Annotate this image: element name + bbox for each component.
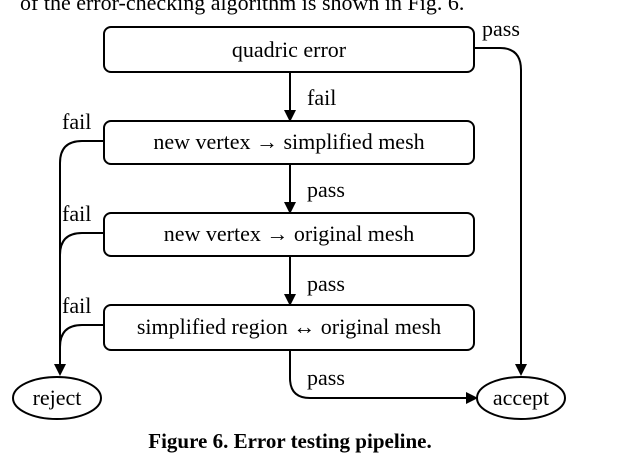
edge-step4-to-reject	[59, 324, 104, 348]
arrowhead-step3	[284, 202, 296, 214]
node-new-vertex-simplified-label: new vertex → simplified mesh	[153, 129, 424, 154]
node-new-vertex-simplified	[103, 120, 475, 165]
arrowhead-step4	[284, 294, 296, 306]
node-accept-label: accept	[493, 385, 549, 410]
edge-step4-to-accept	[289, 350, 468, 399]
node-new-vertex-original-label: new vertex → original mesh	[164, 221, 415, 246]
node-reject	[12, 376, 102, 420]
node-simplified-region-original-label: simplified region ↔ original mesh	[137, 314, 441, 339]
node-accept	[476, 376, 566, 420]
node-new-vertex-original	[103, 212, 475, 257]
node-reject-label: reject	[33, 385, 82, 410]
label-step3-pass: pass	[307, 271, 345, 296]
label-quadric-fail: fail	[307, 85, 336, 110]
arrowhead-accept-left	[466, 392, 478, 404]
label-step2-fail: fail	[62, 109, 91, 134]
node-quadric-error	[103, 26, 475, 73]
edge-step3-to-reject	[59, 232, 104, 256]
edge-step2-to-reject	[59, 140, 104, 366]
previous-text-line: of the error-checking algorithm is shown…	[20, 0, 464, 15]
label-step2-pass: pass	[307, 177, 345, 202]
label-step4-pass: pass	[307, 365, 345, 390]
edge-quadric-to-accept	[474, 47, 522, 366]
arrowhead-reject	[54, 364, 66, 376]
arrowhead-step2	[284, 110, 296, 122]
label-step3-fail: fail	[62, 201, 91, 226]
label-step4-fail: fail	[62, 293, 91, 318]
figure-caption: Figure 6. Error testing pipeline.	[148, 429, 432, 453]
node-quadric-error-label: quadric error	[232, 37, 347, 62]
arrowhead-accept-top	[515, 364, 527, 376]
label-quadric-pass: pass	[482, 16, 520, 41]
node-simplified-region-original	[103, 304, 475, 351]
